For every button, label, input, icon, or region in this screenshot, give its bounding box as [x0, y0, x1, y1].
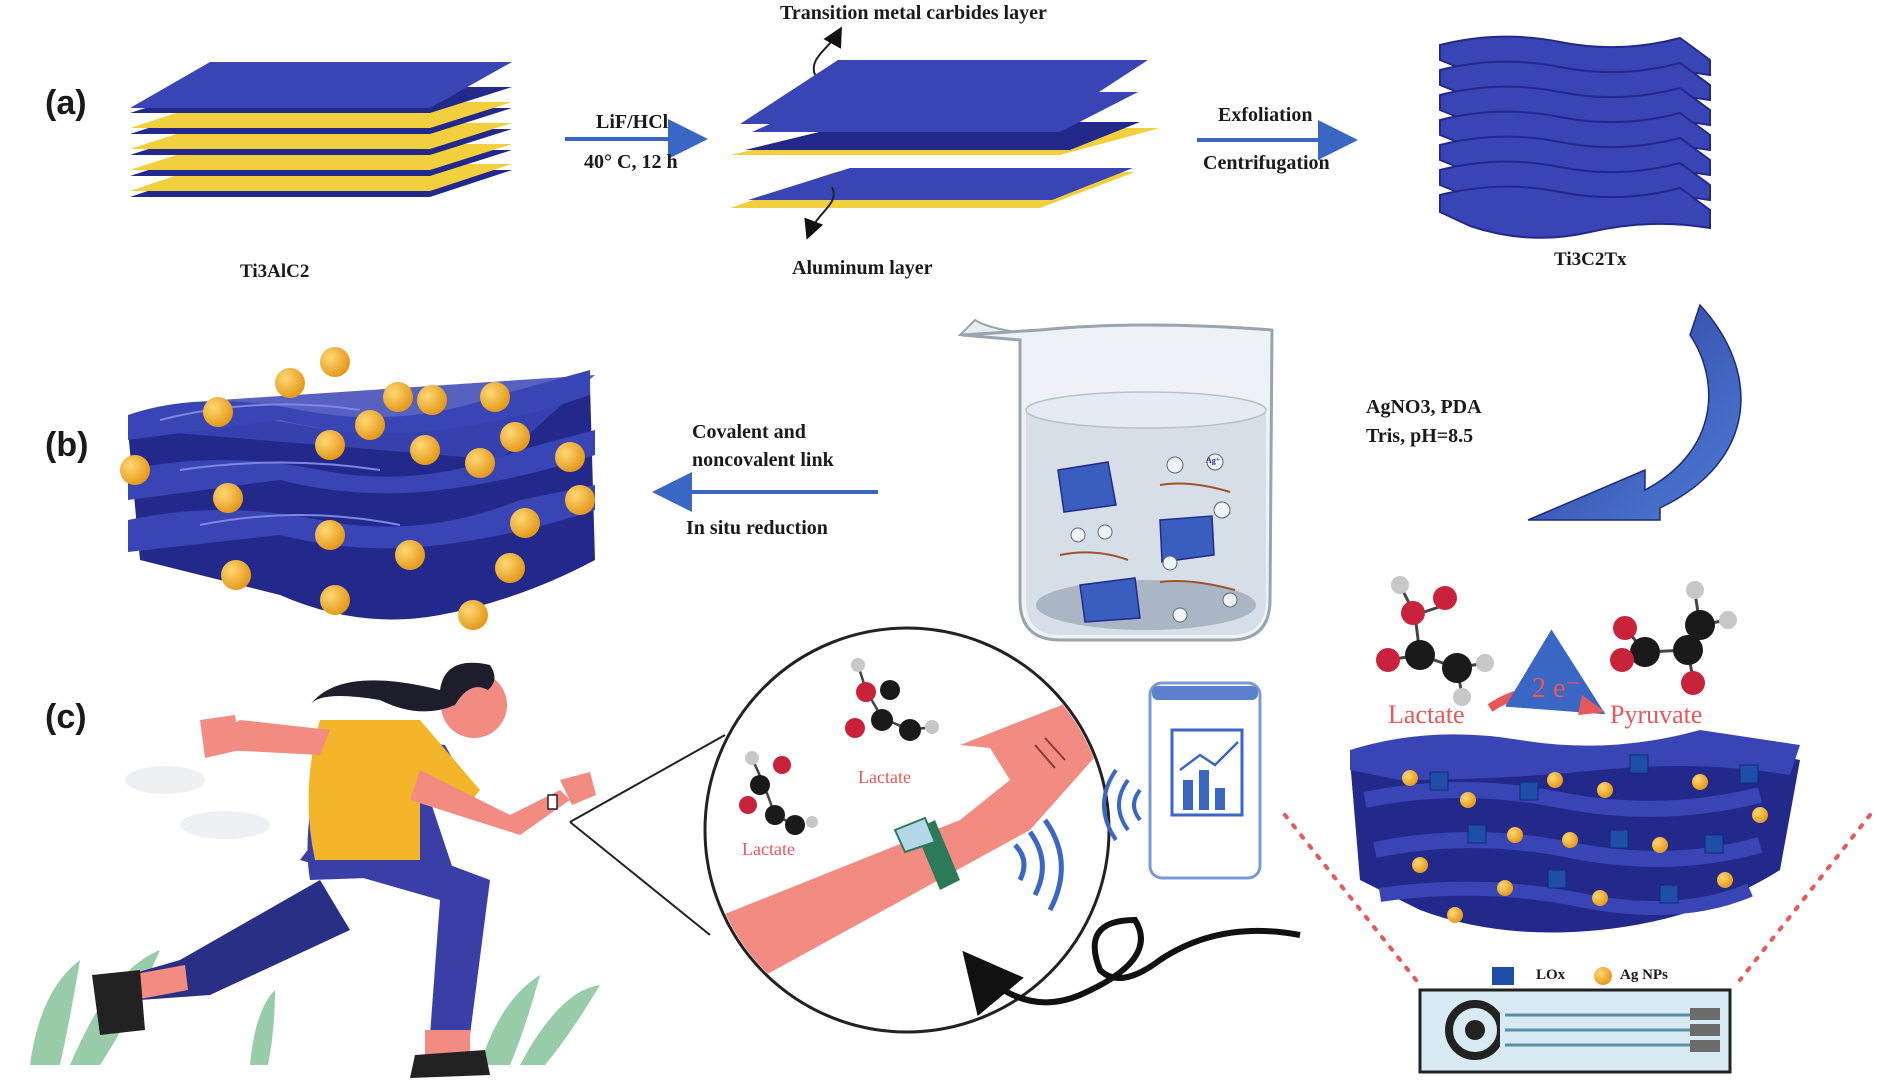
pyruvate-label: Pyruvate [1610, 700, 1703, 729]
beaker [957, 318, 1274, 642]
agnps-legend-label: Ag NPs [1620, 967, 1668, 983]
ag-ion-label: Ag⁺ [1206, 456, 1220, 465]
zoom-line-bottom [569, 821, 711, 936]
circle-lactate-molecule-2 [739, 751, 818, 835]
panel-label-c: (c) [45, 698, 87, 736]
funnel-right [1738, 813, 1872, 982]
etchant-label: LiF/HCl [596, 111, 669, 133]
lox-legend-label: LOx [1536, 967, 1566, 983]
ti3alc2-stack [130, 62, 512, 197]
noncovalent-label: noncovalent link [692, 449, 834, 471]
ti3c2tx-stack [1439, 35, 1711, 239]
centrifugation-label: Centrifugation [1203, 152, 1330, 174]
ag-mxene-stack [120, 347, 595, 630]
aluminum-layer-pointer [804, 186, 835, 240]
circle-lactate-label-1: Lactate [858, 767, 911, 787]
transition-layer-pointer [812, 26, 842, 76]
panel-label-a: (a) [45, 84, 87, 122]
etching-conditions-label: 40° C, 12 h [584, 151, 678, 173]
wrist-zoom-circle [703, 626, 1111, 1034]
aluminum-layer-label: Aluminum layer [792, 257, 933, 279]
smartphone [1102, 681, 1262, 880]
sensor-strip [1418, 988, 1732, 1074]
tris-ph-label: Tris, pH=8.5 [1366, 425, 1474, 447]
zoom-line-top [569, 734, 726, 823]
lox-legend-icon [1492, 967, 1514, 985]
lactate-molecule [1376, 576, 1494, 706]
panel-label-b: (b) [45, 426, 89, 464]
reaction-arrow [1487, 629, 1606, 715]
circle-lactate-label-2: Lactate [742, 839, 795, 859]
covalent-label: Covalent and [692, 421, 806, 443]
agno3-pda-label: AgNO3, PDA [1366, 396, 1482, 418]
ti3c2tx-label: Ti3C2Tx [1554, 249, 1627, 270]
ti3alc2-label: Ti3AlC2 [240, 261, 310, 282]
pyruvate-molecule [1610, 581, 1737, 695]
etched-layers [730, 60, 1160, 208]
in-situ-reduction-label: In situ reduction [686, 517, 828, 539]
enzyme-electrode-sheet [1350, 730, 1800, 933]
funnel-left [1283, 813, 1422, 987]
agnps-legend-icon [1594, 967, 1612, 985]
electron-transfer-label: 2 e⁻ [1532, 673, 1581, 704]
lactate-label: Lactate [1388, 700, 1465, 729]
signal-curl-arrow [962, 916, 1301, 1017]
transition-layer-label: Transition metal carbides layer [780, 2, 1047, 24]
exfoliation-label: Exfoliation [1218, 104, 1313, 126]
runner-illustration [30, 662, 600, 1078]
circle-lactate-molecule-1 [845, 658, 939, 741]
curved-process-arrow [1527, 303, 1742, 521]
